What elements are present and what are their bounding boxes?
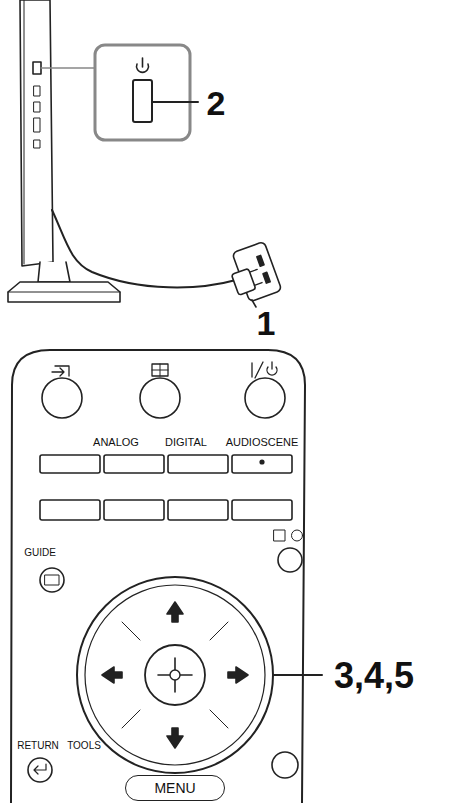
leader-line <box>274 674 322 676</box>
button-label: GUIDE <box>24 548 56 558</box>
callout-number: 1 <box>257 306 276 340</box>
center-button <box>145 645 205 705</box>
menu-button: MENU <box>125 775 225 801</box>
tv-side-control <box>34 102 40 112</box>
button-label: TOOLS <box>67 741 101 751</box>
callout-number: 3,4,5 <box>334 658 414 694</box>
power-button <box>245 378 285 418</box>
navigation-ring <box>77 577 273 773</box>
tv-stand-base <box>8 282 120 302</box>
leader-line <box>252 300 256 307</box>
callout-number: 2 <box>207 86 226 120</box>
tv-panel <box>20 0 53 266</box>
tv-side-control <box>34 86 40 96</box>
tv-bezel <box>24 0 25 264</box>
button-label: MENU <box>154 781 195 795</box>
guide-button <box>40 568 64 592</box>
input-button <box>42 378 82 418</box>
tv-side-control <box>34 140 40 148</box>
button-row <box>40 455 292 473</box>
remote-body <box>11 350 305 803</box>
tv-side-control <box>34 118 40 132</box>
zoom-box <box>95 45 190 140</box>
ring-divider <box>122 622 228 728</box>
power-icon <box>252 362 263 378</box>
left-arrow <box>102 667 122 683</box>
wall-outlet <box>225 241 282 304</box>
tv-stand-edge <box>8 292 120 293</box>
return-button <box>28 758 52 782</box>
power-button <box>133 80 152 122</box>
button-label: ANALOG <box>93 437 139 448</box>
button-label: DIGITAL <box>165 437 207 448</box>
button-label: RETURN <box>17 741 59 751</box>
info-icon <box>274 530 285 541</box>
tv-stand-neck <box>38 262 70 282</box>
power-cord <box>52 210 236 287</box>
down-arrow <box>167 728 183 748</box>
right-arrow <box>228 667 248 683</box>
info-button <box>278 548 302 572</box>
tools-button <box>272 752 298 778</box>
guide-icon <box>45 575 59 585</box>
input-icon <box>52 366 69 376</box>
zoom-line <box>41 67 95 68</box>
wide-button <box>140 378 180 418</box>
leader-line <box>152 101 198 103</box>
wide-icon <box>152 364 168 376</box>
up-arrow <box>167 602 183 622</box>
plug <box>231 268 255 295</box>
tv-power-button <box>33 62 41 74</box>
color-button-row <box>40 500 292 520</box>
button-label: AUDIOSCENE <box>226 437 299 448</box>
